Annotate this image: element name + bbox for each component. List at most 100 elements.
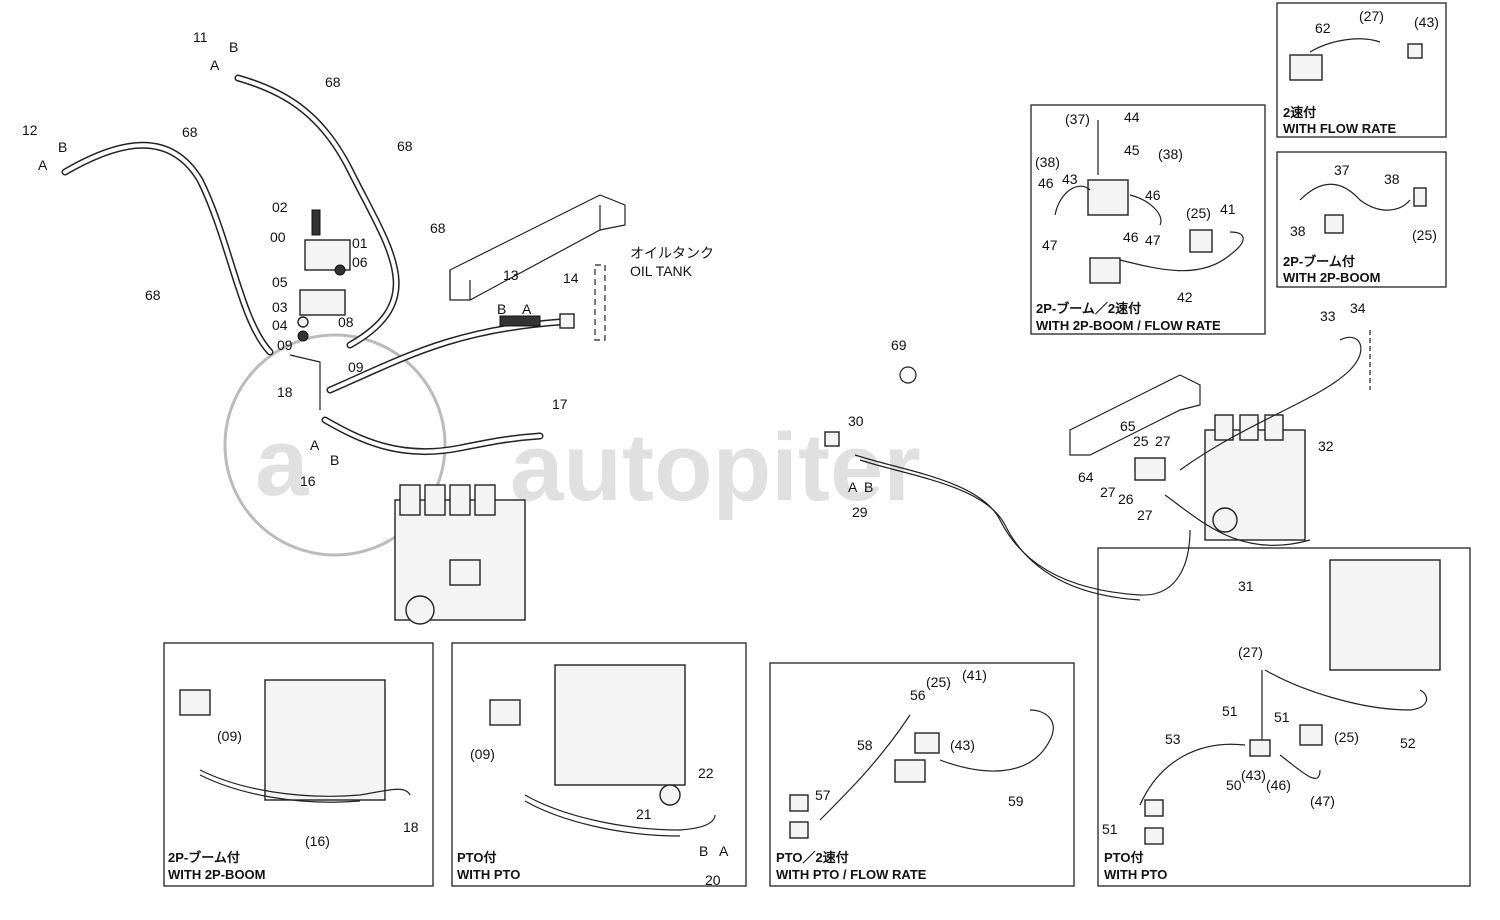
panel-pto bbox=[451, 642, 747, 887]
panel-2p-boom-flow-labels: (37) 44 45 (38) (38) 43 46 46 46 47 47 (… bbox=[1035, 109, 1236, 333]
part-label-43: 43 bbox=[1062, 171, 1078, 187]
part-label-44: 44 bbox=[1124, 109, 1140, 125]
part-label-68: 68 bbox=[182, 124, 198, 140]
connector-label-a: A bbox=[310, 437, 320, 453]
panel-2p-boom-top bbox=[1276, 151, 1447, 288]
panel-flow-rate-labels: 62 (27) (43) 2速付 WITH FLOW RATE bbox=[1283, 8, 1439, 136]
connector-label-b: B bbox=[497, 301, 506, 317]
part-label-12: 12 bbox=[22, 122, 38, 138]
part-label-27: 27 bbox=[1100, 484, 1116, 500]
part-label-09: 09 bbox=[277, 337, 293, 353]
part-label-25: (25) bbox=[1412, 227, 1437, 243]
part-label-09: (09) bbox=[470, 746, 495, 762]
part-label-33: 33 bbox=[1320, 308, 1336, 324]
part-label-59: 59 bbox=[1008, 793, 1024, 809]
part-label-46: (46) bbox=[1266, 777, 1291, 793]
main-labels: オイルタンク OIL TANK 11 B A 12 B A 68 68 68 6… bbox=[22, 29, 1366, 594]
part-label-31: 31 bbox=[1238, 578, 1254, 594]
panel-pto-flow bbox=[769, 662, 1075, 887]
oil-tank-label-jp: オイルタンク bbox=[630, 245, 714, 261]
part-label-26: 26 bbox=[1118, 491, 1134, 507]
panel-2p-boom-flow bbox=[1030, 104, 1266, 335]
part-label-51: 51 bbox=[1274, 709, 1290, 725]
part-label-27: 27 bbox=[1155, 433, 1171, 449]
part-label-18: 18 bbox=[403, 819, 419, 835]
panel-title-jp: 2P-ブーム付 bbox=[168, 850, 240, 865]
part-label-37: 37 bbox=[1334, 162, 1350, 178]
panel-2p-boom-top-labels: 37 38 38 (25) 2P-ブーム付 WITH 2P-BOOM bbox=[1283, 162, 1437, 285]
part-label-68: 68 bbox=[145, 287, 161, 303]
panel-title-en: WITH 2P-BOOM bbox=[1283, 270, 1381, 285]
panel-2p-boom-bottom-labels: (09) (16) 18 2P-ブーム付 WITH 2P-BOOM bbox=[168, 728, 419, 882]
panel-title-jp: 2速付 bbox=[1283, 105, 1316, 120]
part-label-68: 68 bbox=[397, 138, 413, 154]
part-label-08: 08 bbox=[338, 314, 354, 330]
part-label-46: 46 bbox=[1145, 187, 1161, 203]
part-label-30: 30 bbox=[848, 413, 864, 429]
part-label-68: 68 bbox=[430, 220, 446, 236]
center-hose-29 bbox=[824, 366, 1191, 601]
part-label-43: (43) bbox=[1241, 767, 1266, 783]
watermark: a autopiter bbox=[223, 333, 921, 557]
part-label-06: 06 bbox=[352, 254, 368, 270]
part-label-00: 00 bbox=[270, 229, 286, 245]
part-label-01: 01 bbox=[352, 235, 368, 251]
part-label-38: (38) bbox=[1035, 154, 1060, 170]
connector-label-b: B bbox=[58, 139, 67, 155]
part-label-18: 18 bbox=[277, 384, 293, 400]
connector-label-b: B bbox=[330, 452, 339, 468]
panel-pto-right-labels: (27) 53 51 51 (25) 52 50 (43) (46) (47) … bbox=[1102, 644, 1416, 882]
panel-title-en: WITH PTO bbox=[457, 867, 520, 882]
part-label-14: 14 bbox=[563, 270, 579, 286]
frame-rail-right bbox=[1069, 374, 1201, 456]
panel-title-en: WITH PTO bbox=[1104, 867, 1167, 882]
panel-flow-rate bbox=[1276, 2, 1447, 138]
part-label-62: 62 bbox=[1315, 20, 1331, 36]
part-label-16: (16) bbox=[305, 833, 330, 849]
watermark-at-symbol: a bbox=[255, 409, 309, 516]
part-label-34: 34 bbox=[1350, 300, 1366, 316]
part-label-22: 22 bbox=[698, 765, 714, 781]
panel-title-jp: PTO付 bbox=[1104, 850, 1144, 865]
part-label-20: 20 bbox=[705, 872, 721, 888]
panel-title-jp: PTO／2速付 bbox=[776, 850, 849, 865]
part-label-27: (27) bbox=[1238, 644, 1263, 660]
panel-title-en: WITH PTO / FLOW RATE bbox=[776, 867, 927, 882]
connector-label-a: A bbox=[848, 479, 858, 495]
part-label-45: 45 bbox=[1124, 142, 1140, 158]
part-label-47: 47 bbox=[1042, 237, 1058, 253]
part-label-69: 69 bbox=[891, 337, 907, 353]
panel-title-en: WITH FLOW RATE bbox=[1283, 121, 1396, 136]
part-label-50: 50 bbox=[1226, 777, 1242, 793]
part-label-38: 38 bbox=[1384, 171, 1400, 187]
right-hoses bbox=[1164, 330, 1371, 546]
part-label-47: 47 bbox=[1145, 232, 1161, 248]
part-label-09: 09 bbox=[348, 359, 364, 375]
control-valve-right bbox=[1134, 414, 1306, 541]
panel-title-jp: 2P-ブーム付 bbox=[1283, 254, 1355, 269]
oil-tank bbox=[499, 264, 606, 341]
panel-pto-labels: (09) 21 22 B A 20 PTO付 WITH PTO bbox=[457, 746, 729, 888]
part-label-46: 46 bbox=[1038, 175, 1054, 191]
part-label-27: 27 bbox=[1137, 507, 1153, 523]
part-label-25: (25) bbox=[1334, 729, 1359, 745]
part-label-53: 53 bbox=[1165, 731, 1181, 747]
part-label-64: 64 bbox=[1078, 469, 1094, 485]
connector-label-b: B bbox=[699, 843, 708, 859]
panel-title-jp: 2P-ブーム／2速付 bbox=[1036, 301, 1141, 316]
panel-2p-boom-bottom bbox=[163, 642, 434, 887]
part-label-13: 13 bbox=[503, 267, 519, 283]
connector-label-a: A bbox=[210, 57, 220, 73]
part-label-46: 46 bbox=[1123, 229, 1139, 245]
part-label-32: 32 bbox=[1318, 438, 1334, 454]
part-label-42: 42 bbox=[1177, 289, 1193, 305]
watermark-text: autopiter bbox=[510, 414, 921, 521]
part-label-57: 57 bbox=[815, 787, 831, 803]
part-label-02: 02 bbox=[272, 199, 288, 215]
part-label-25: (25) bbox=[1186, 205, 1211, 221]
part-label-52: 52 bbox=[1400, 735, 1416, 751]
part-label-41: 41 bbox=[1220, 201, 1236, 217]
part-label-17: 17 bbox=[552, 396, 568, 412]
part-label-43: (43) bbox=[1414, 14, 1439, 30]
